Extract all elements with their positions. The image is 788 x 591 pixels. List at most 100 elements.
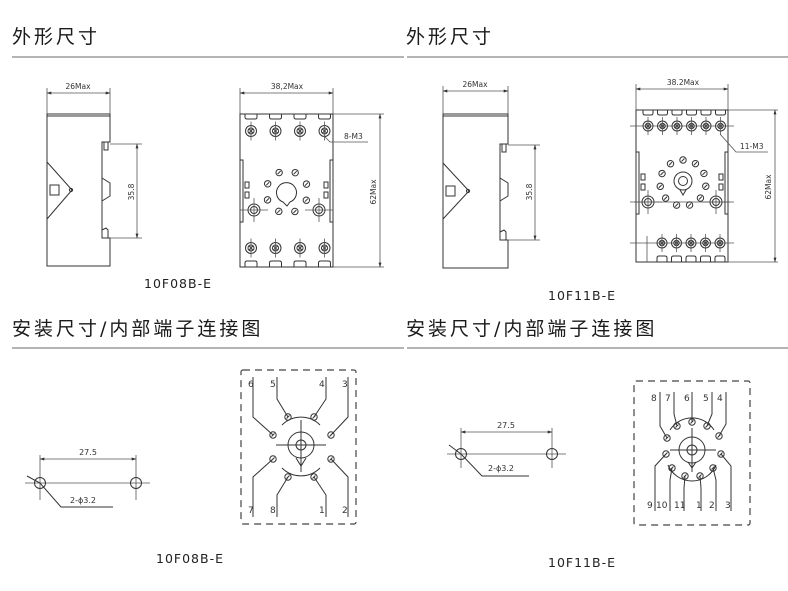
wire — [654, 453, 667, 511]
mounting-boss — [305, 198, 333, 222]
mounting-holes-left: 27.5 2-ϕ3.2 — [25, 448, 150, 508]
wire — [720, 453, 732, 511]
wire — [330, 377, 349, 436]
wire — [659, 392, 668, 439]
wire-slot — [244, 114, 258, 120]
rail-height-label: 35.8 — [525, 183, 534, 200]
mounting-hole — [130, 477, 142, 489]
mounting-hole — [455, 448, 467, 460]
pin-socket — [673, 422, 681, 430]
pin-socket — [310, 473, 318, 481]
outline-title-left: 外形尺寸 — [12, 26, 101, 48]
pin-socket — [672, 201, 681, 209]
pin-number-label: 2 — [709, 501, 715, 511]
wire-slot — [318, 114, 331, 120]
hole-label: 2-ϕ3.2 — [70, 496, 96, 505]
screw-label: 11-M3 — [740, 142, 764, 151]
pin-socket — [656, 182, 664, 191]
pin-number-label: 3 — [725, 501, 731, 511]
screw-terminal — [245, 121, 257, 141]
pin-socket — [679, 156, 687, 164]
side-view-right: 26Max 35.8 — [442, 80, 540, 269]
wire — [683, 475, 686, 511]
pin-number-label: 10 — [656, 501, 668, 511]
screw-terminal — [318, 238, 331, 258]
wire-slot — [700, 110, 712, 116]
pin-number-label: 4 — [717, 394, 723, 404]
pin-socket — [284, 473, 292, 481]
hole-label: 2-ϕ3.2 — [488, 464, 514, 473]
hole-spacing-label: 27.5 — [79, 448, 97, 457]
wire-slot — [700, 255, 711, 262]
wire — [718, 392, 727, 437]
pin-socket — [327, 431, 335, 439]
pin-socket — [696, 194, 705, 202]
wire-slot — [686, 110, 697, 116]
model-caption-outline-right: 10F11B-E — [548, 288, 616, 303]
wire — [252, 377, 274, 436]
pin-number-label: 2 — [342, 506, 348, 516]
wire — [313, 377, 327, 418]
rail-height-label: 35.8 — [127, 183, 136, 200]
pin-number-label: 3 — [342, 380, 348, 390]
pin-number-label: 4 — [319, 380, 325, 390]
install-title-left: 安装尺寸/内部端子连接图 — [12, 318, 264, 340]
wire-slot — [671, 110, 683, 116]
wire — [330, 458, 349, 517]
wire-slot — [714, 255, 726, 262]
side-width-label: 26Max — [65, 82, 91, 91]
pin-socket — [291, 168, 299, 177]
divider-outline-right — [407, 56, 788, 58]
mounting-hole — [546, 448, 558, 460]
divider-outline-left — [12, 56, 404, 58]
pin-socket — [717, 450, 725, 458]
wire — [313, 476, 327, 517]
wire-slot — [715, 110, 726, 116]
wire-slot — [244, 260, 258, 267]
pin-socket — [275, 168, 283, 177]
wire — [712, 467, 717, 511]
wire — [669, 467, 673, 511]
pin-socket — [688, 418, 696, 426]
pin-number-label: 6 — [248, 380, 254, 390]
wire — [699, 475, 702, 511]
wire-slot — [642, 110, 654, 116]
screw-terminal — [245, 238, 257, 258]
pin-number-label: 7 — [665, 394, 671, 404]
pin-socket — [263, 196, 272, 204]
pin-number-label: 8 — [270, 506, 276, 516]
pin-socket — [700, 169, 708, 178]
pin-socket — [715, 432, 723, 440]
pin-socket — [666, 160, 675, 168]
wire-slot — [269, 260, 282, 267]
pin-socket — [702, 182, 710, 190]
screw-terminal — [269, 121, 282, 141]
wire — [276, 476, 289, 517]
front-height-label: 62Max — [764, 174, 773, 200]
screw-terminal — [294, 121, 306, 141]
pin-socket — [263, 180, 272, 188]
pin-socket — [681, 472, 689, 480]
model-caption-install-right: 10F11B-E — [548, 555, 616, 570]
screw-label: 8-M3 — [344, 132, 363, 141]
pin-socket — [302, 180, 311, 188]
front-width-label: 38.2Max — [667, 78, 700, 87]
mounting-holes-right: 27.5 2-ϕ3.2 — [447, 421, 566, 477]
pin-socket — [310, 413, 318, 421]
front-view-left: 38,2Max 62Max 8-M3 — [239, 82, 384, 268]
pin-number-label: 1 — [696, 501, 702, 511]
wire-slot — [269, 114, 282, 120]
front-view-right: 38.2Max 62Max 11-M3 — [630, 78, 778, 263]
wire-slot — [293, 114, 307, 120]
pin-socket — [703, 422, 711, 430]
pin-socket — [327, 455, 335, 463]
pin-number-label: 7 — [248, 506, 254, 516]
wire — [706, 392, 713, 427]
wire-slot — [318, 260, 331, 267]
pin-socket — [302, 196, 311, 204]
wire-slot — [656, 255, 668, 262]
pin-number-label: 9 — [647, 501, 653, 511]
